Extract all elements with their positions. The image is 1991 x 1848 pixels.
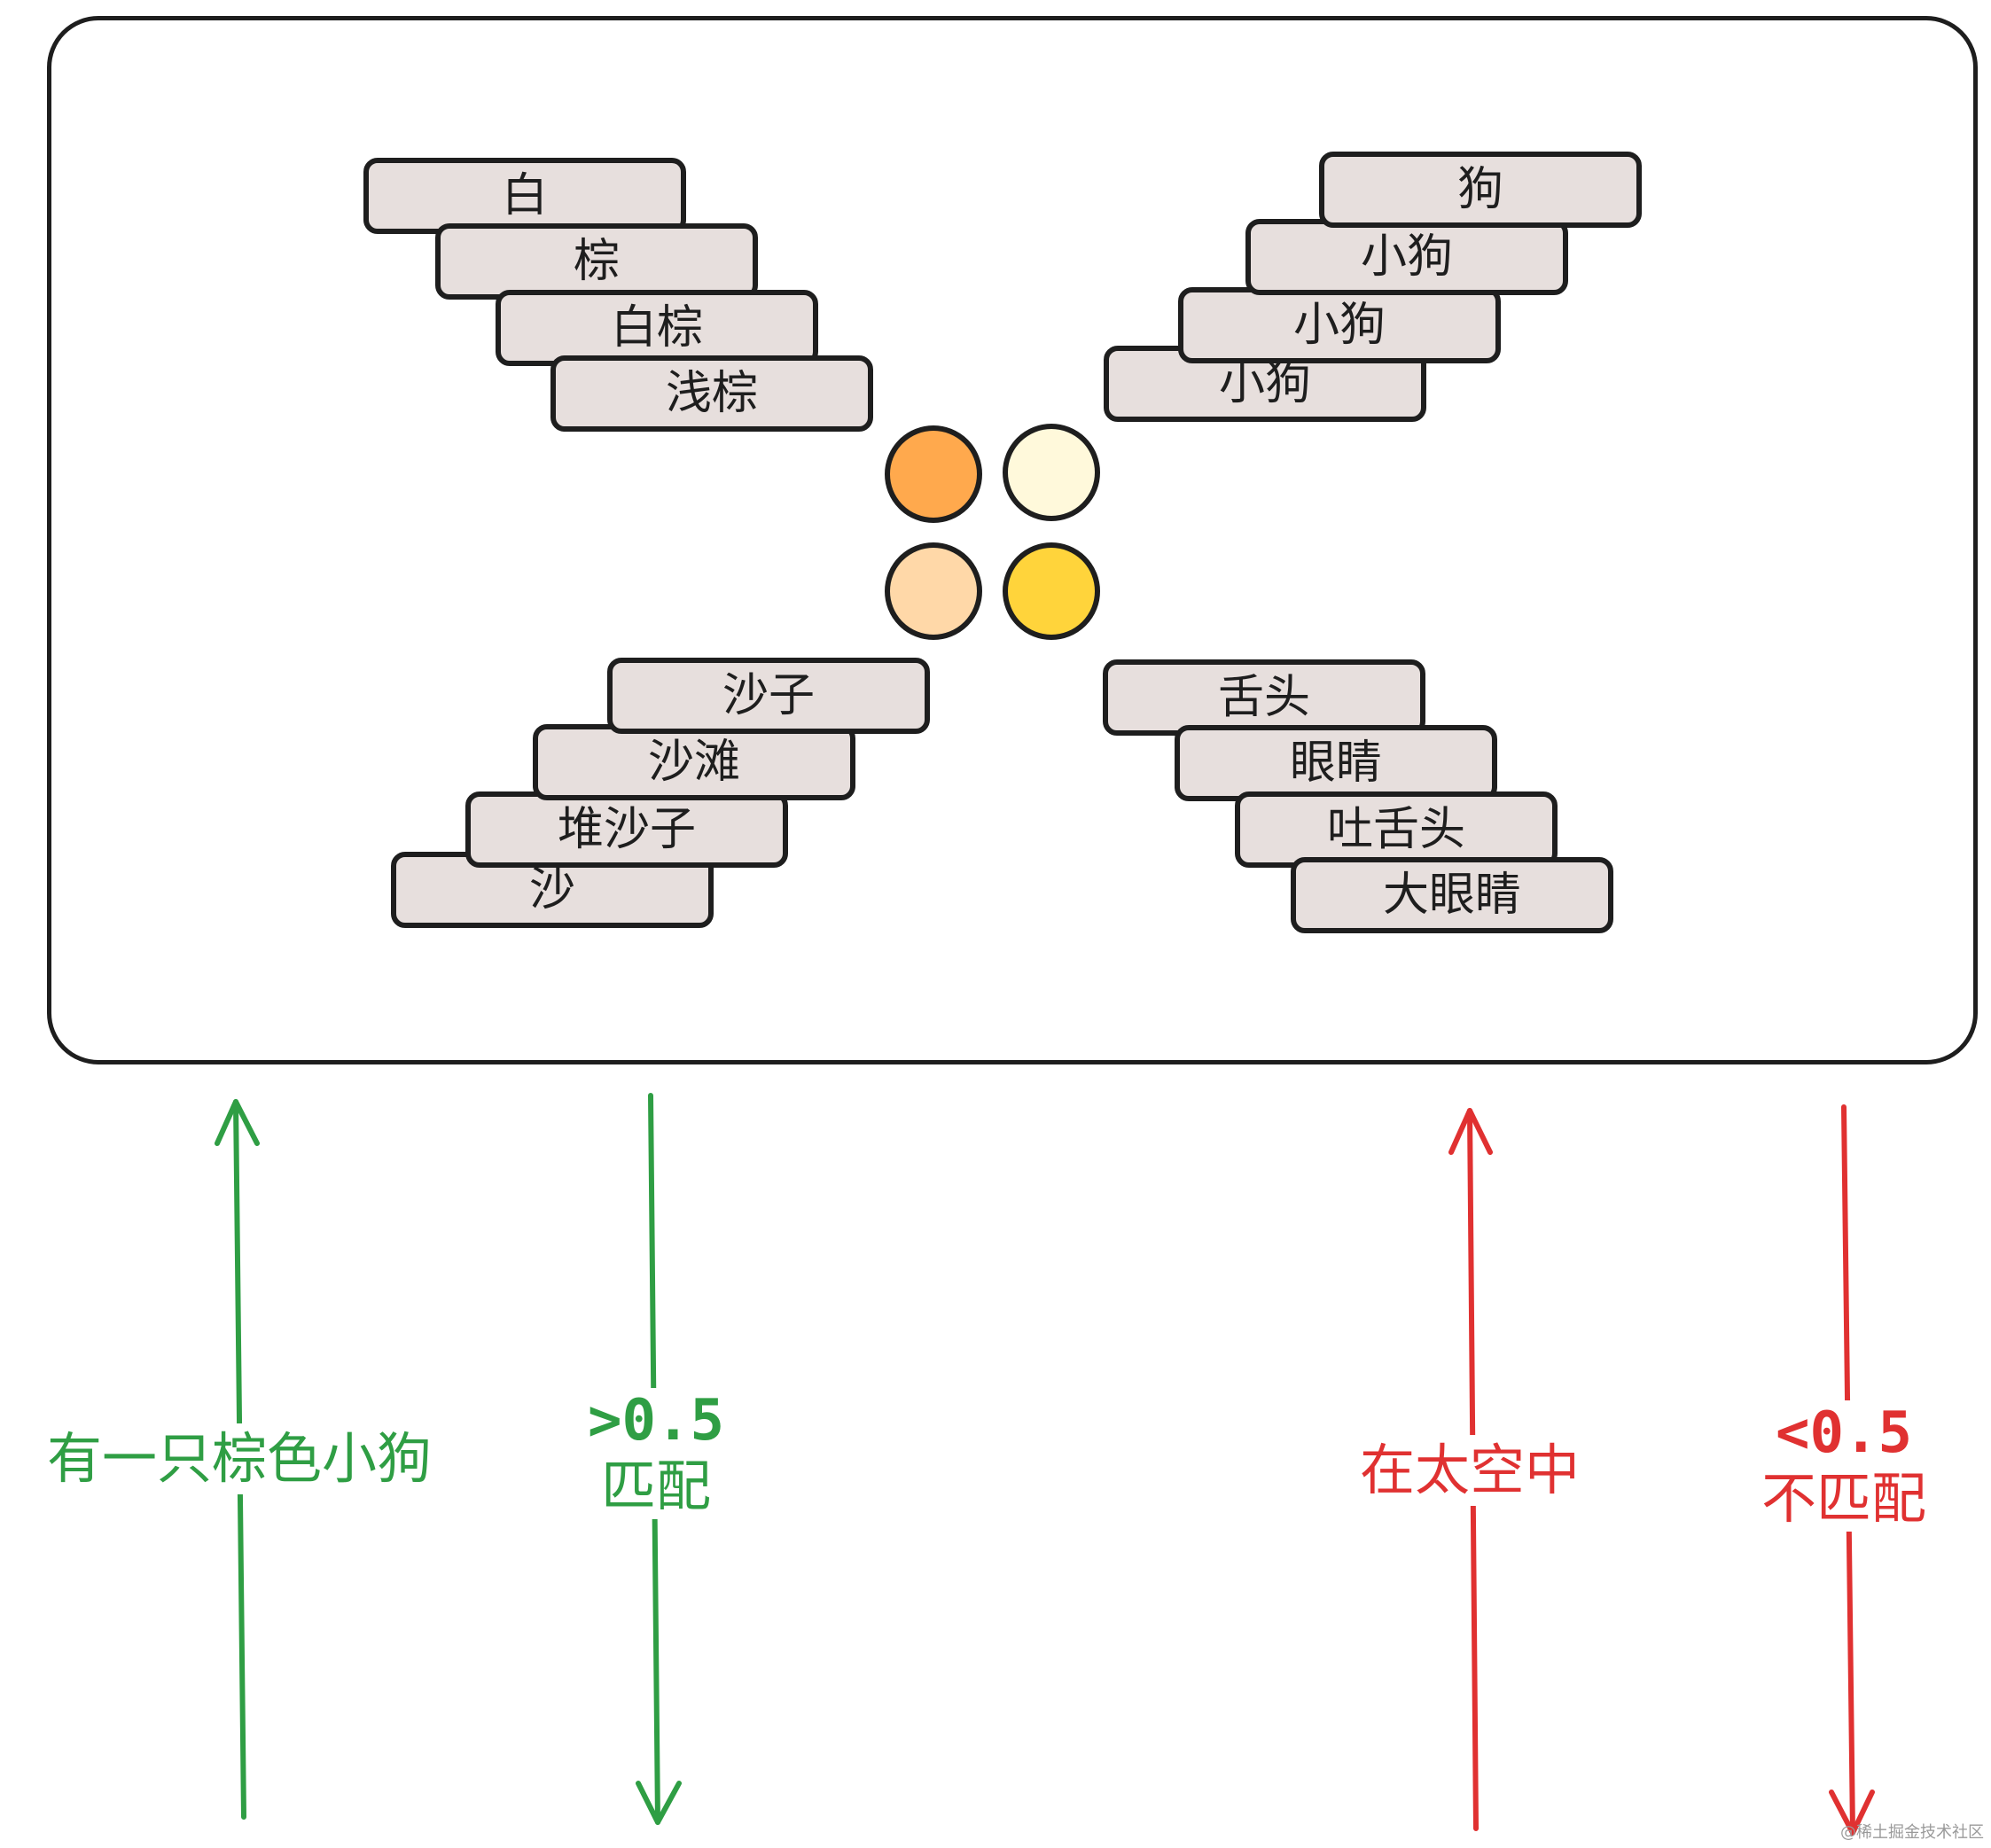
match-text: 匹配 [600, 1454, 711, 1518]
cluster-dot-cream [1003, 424, 1100, 521]
chip-bl-1: 沙子 [607, 658, 930, 734]
watermark: @稀土掘金技术社区 [1840, 1823, 1984, 1842]
mismatch-text: 不匹配 [1761, 1466, 1926, 1531]
embedding-space-frame [47, 16, 1978, 1064]
chip-br-1: 舌头 [1103, 659, 1425, 736]
threshold-gt-value: >0.5 [587, 1388, 725, 1454]
chip-br-3: 吐舌头 [1235, 791, 1558, 868]
chip-tl-3: 白棕 [496, 290, 818, 366]
mismatch-label: <0.5 不匹配 [1746, 1400, 1941, 1532]
chip-tr-1: 狗 [1319, 152, 1642, 228]
chip-tl-4: 浅棕 [550, 355, 873, 432]
query-label-brown-puppy: 有一只棕色小狗 [18, 1423, 461, 1494]
chip-bl-3: 堆沙子 [465, 791, 788, 868]
chip-tr-2: 小狗 [1245, 219, 1568, 295]
cluster-dot-yellow [1003, 542, 1100, 640]
cluster-dot-orange [885, 425, 982, 523]
query-label-in-space: 在太空中 [1337, 1435, 1603, 1506]
cluster-dot-peach [885, 542, 982, 640]
threshold-lt-value: <0.5 [1775, 1400, 1913, 1466]
match-label: >0.5 匹配 [576, 1388, 736, 1519]
chip-br-4: 大眼睛 [1291, 857, 1613, 933]
